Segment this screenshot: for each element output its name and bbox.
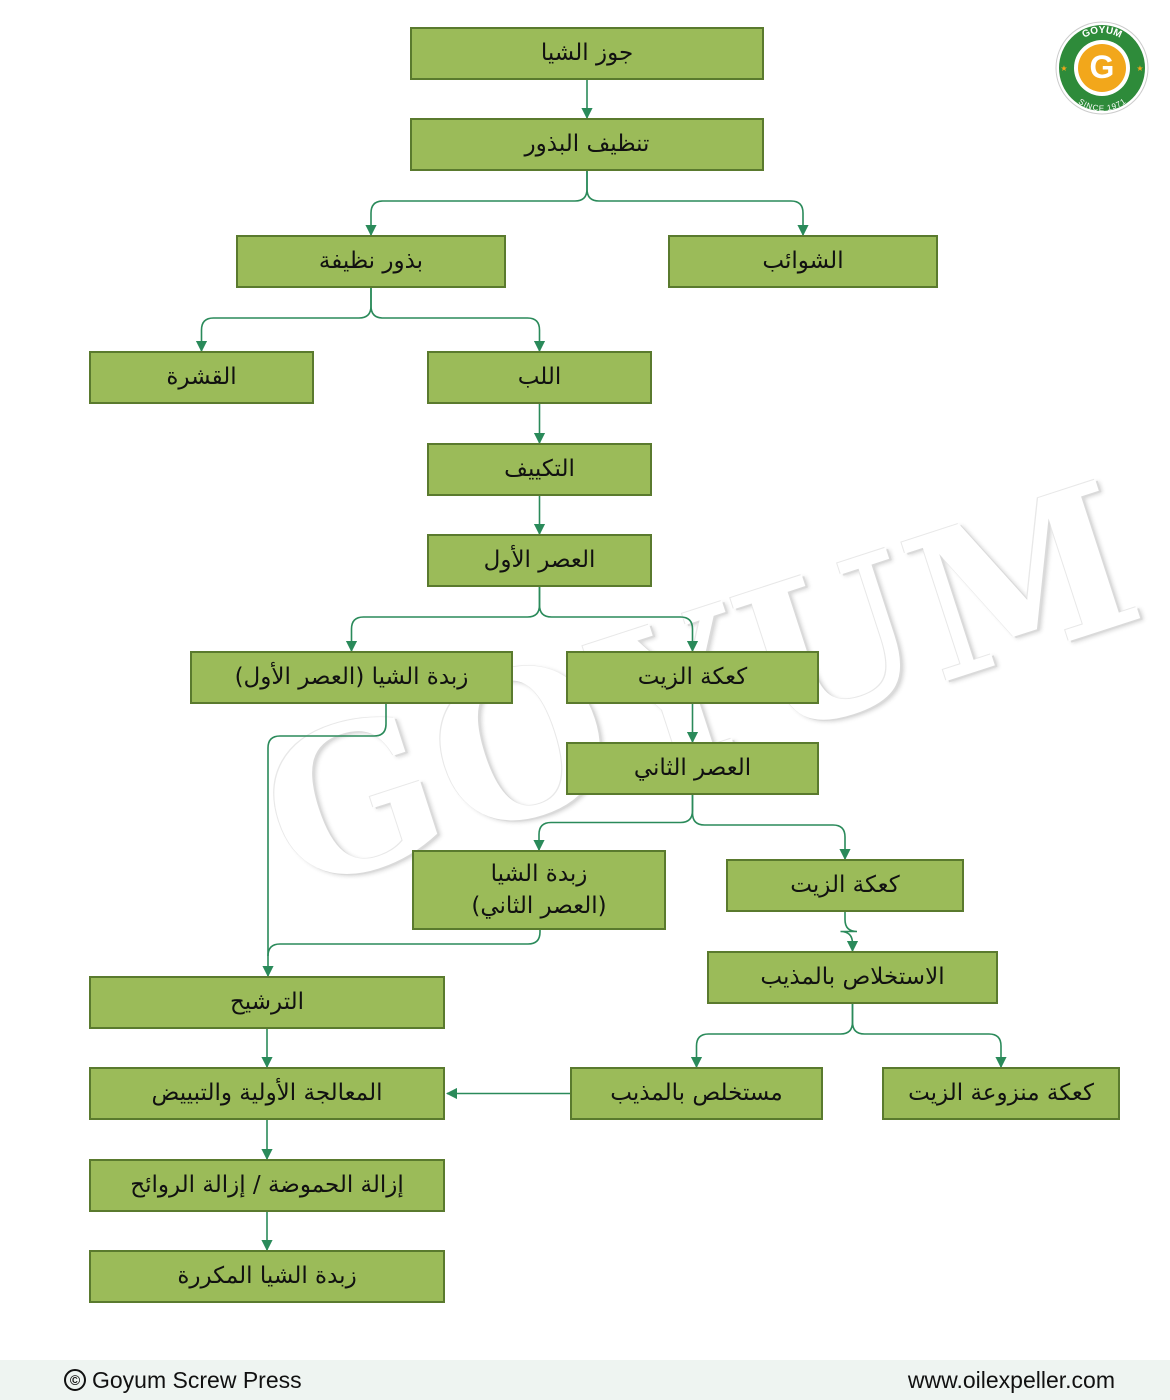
node-shea-butter-second-press: زبدة الشيا (العصر الثاني) [412,850,666,930]
copyright-icon: © [64,1369,86,1391]
edge-second-butter-to-filtration [267,930,541,957]
node-oil-cake-2: كعكة الزيت [726,859,964,912]
footer-company: Goyum Screw Press [92,1366,302,1393]
edge-first-butter-to-filtration [262,704,387,978]
process-flow-diagram: GOYUM جوز الشيا تنظيف البذور بذور نظيفة … [89,21,1168,1303]
edge-cake-to-solvent-extraction [840,912,859,953]
node-conditioning: التكييف [427,443,652,496]
logo-inner [1078,44,1126,92]
node-refined-shea-butter: زبدة الشيا المكررة [89,1250,445,1303]
node-filtration: الترشيح [89,976,445,1029]
footer-website[interactable]: www.oilexpeller.com [907,1366,1115,1393]
node-impurities: الشوائب [668,235,938,288]
edge-first-press-to-butter [345,587,541,653]
logo-brand: GOYUM [1081,25,1124,41]
edge-clean-seeds-to-husk [195,288,372,353]
node-first-press: العصر الأول [427,534,652,587]
edge-cleaning-to-clean-seeds [365,171,588,237]
node-degumming-bleaching: المعالجة الأولية والتبييض [89,1067,445,1120]
svg-text:GOYUM: GOYUM [1081,25,1124,41]
node-husk: القشرة [89,351,314,404]
star-icon: ★ [1136,64,1143,73]
edge-cleaning-to-impurities [586,171,809,237]
edge-extraction-to-deoiled-cake [851,1004,1007,1069]
node-second-press: العصر الثاني [566,742,819,795]
node-clean-seeds: بذور نظيفة [236,235,506,288]
footer-bar: © Goyum Screw Press www.oilexpeller.com [0,1360,1170,1400]
node-kernel: اللب [427,351,652,404]
edge-first-press-to-cake [538,587,699,653]
edge-clean-seeds-to-kernel [370,288,546,353]
node-solvent-extract: مستخلص بالمذيب [570,1067,823,1120]
node-shea-nuts: جوز الشيا [410,27,764,80]
node-shea-butter-first-press: زبدة الشيا (العصر الأول) [190,651,513,704]
connector-layer [195,80,1007,1252]
goyum-logo: G GOYUM SINCE 1971 ★ ★ [1055,21,1149,115]
edge-second-press-to-cake [691,795,851,861]
edge-extraction-to-extract [690,1004,854,1069]
node-seed-cleaning: تنظيف البذور [410,118,764,171]
edge-second-press-to-butter [533,795,694,852]
node-oil-cake-1: كعكة الزيت [566,651,819,704]
star-icon: ★ [1060,64,1067,73]
footer-left: © Goyum Screw Press [64,1367,302,1394]
node-deacidification-deodorization: إزالة الحموضة / إزالة الروائح [89,1159,445,1212]
node-solvent-extraction: الاستخلاص بالمذيب [707,951,998,1004]
logo-letter: G [1090,49,1115,85]
node-deoiled-cake: كعكة منزوعة الزيت [882,1067,1120,1120]
